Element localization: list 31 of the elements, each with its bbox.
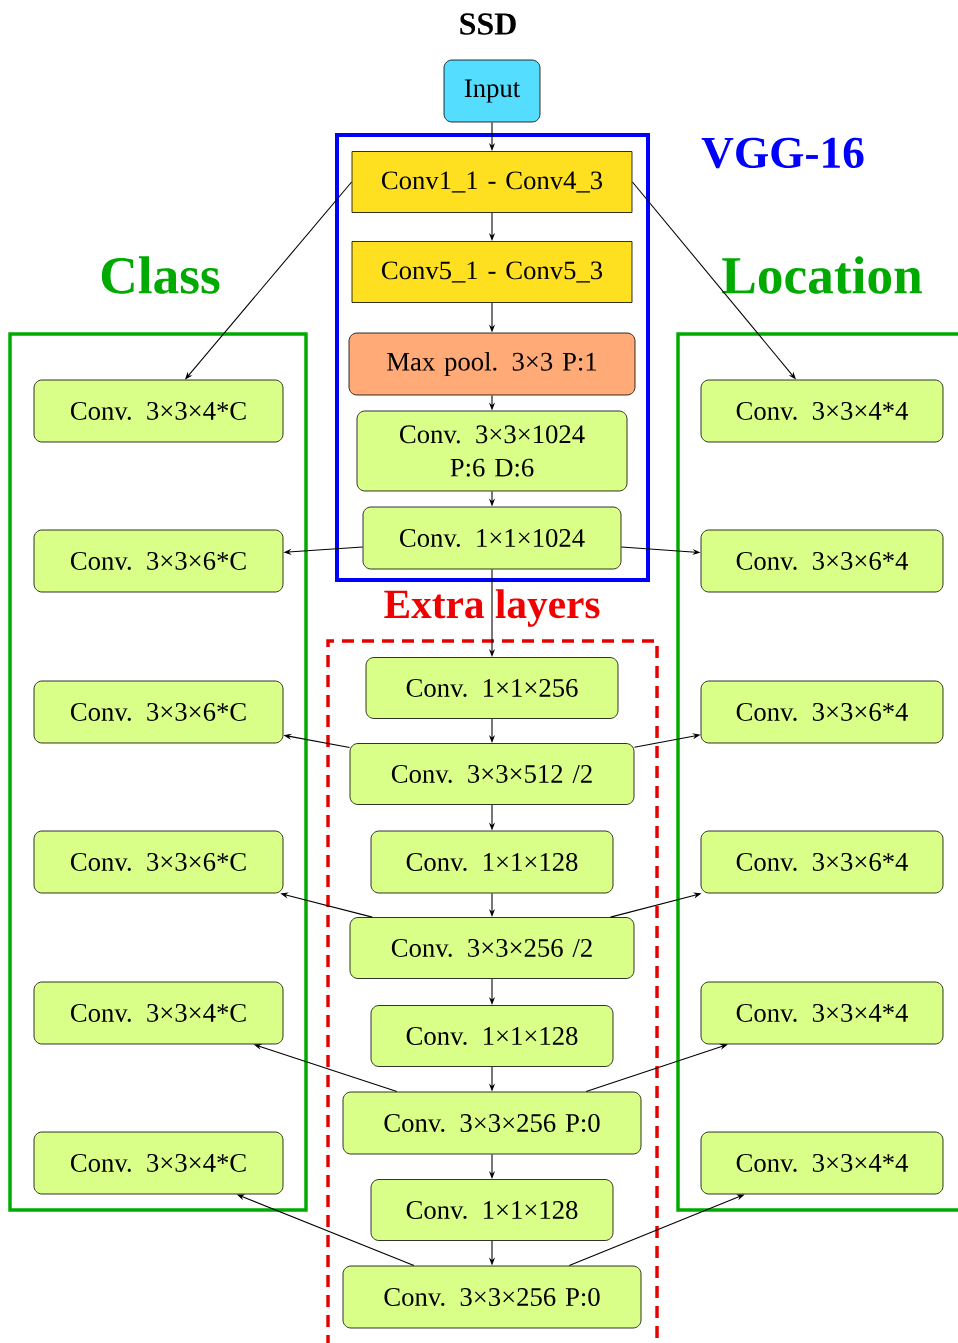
conv-layer-box: Conv. 3×3×6*C — [33, 830, 284, 894]
title: SSD — [460, 13, 516, 35]
conv-layer-box: Conv. 1×1×128 — [370, 830, 614, 894]
conv-layer-box: Conv. 3×3×4*4 — [700, 981, 944, 1045]
conv-layer-box: Conv. 3×3×4*4 — [700, 1131, 944, 1195]
layer-box: Conv1_1 - Conv4_3 — [351, 151, 633, 213]
conv-layer-box: Conv. 1×1×256 — [365, 657, 619, 719]
conv-layer-box: Conv. 3×3×4*C — [33, 379, 284, 443]
group-heading: Extra layers — [384, 589, 600, 627]
conv-layer-box: Conv. 3×3×1024 P:6 D:6 — [356, 410, 628, 492]
conv-layer-box: Conv. 3×3×6*4 — [700, 680, 944, 744]
conv-layer-box: Conv. 3×3×4*C — [33, 1131, 284, 1195]
conv-layer-box: Conv. 3×3×4*4 — [700, 379, 944, 443]
conv-layer-box: Conv. 3×3×256 /2 — [349, 917, 635, 979]
group-heading: VGG-16 — [701, 137, 864, 169]
conv-layer-box: Conv. 3×3×256 P:0 — [342, 1091, 642, 1155]
layer-box: Conv5_1 - Conv5_3 — [351, 241, 633, 303]
conv-layer-box: Conv. 1×1×128 — [370, 1005, 614, 1067]
pooling-box: Max pool. 3×3 P:1 — [348, 332, 636, 396]
group-heading: Location — [722, 256, 922, 294]
conv-layer-box: Conv. 3×3×6*4 — [700, 529, 944, 593]
conv-layer-box: Conv. 3×3×6*C — [33, 529, 284, 593]
conv-layer-box: Conv. 3×3×4*C — [33, 981, 284, 1045]
conv-layer-box: Conv. 1×1×1024 — [362, 506, 622, 570]
conv-layer-box: Conv. 3×3×6*4 — [700, 830, 944, 894]
conv-layer-box: Conv. 3×3×256 P:0 — [342, 1265, 642, 1329]
conv-layer-box: Conv. 3×3×6*C — [33, 680, 284, 744]
group-heading: Class — [101, 256, 220, 294]
conv-layer-box: Conv. 3×3×512 /2 — [349, 743, 635, 805]
input-box: Input — [443, 59, 541, 123]
conv-layer-box: Conv. 1×1×128 — [370, 1179, 614, 1241]
